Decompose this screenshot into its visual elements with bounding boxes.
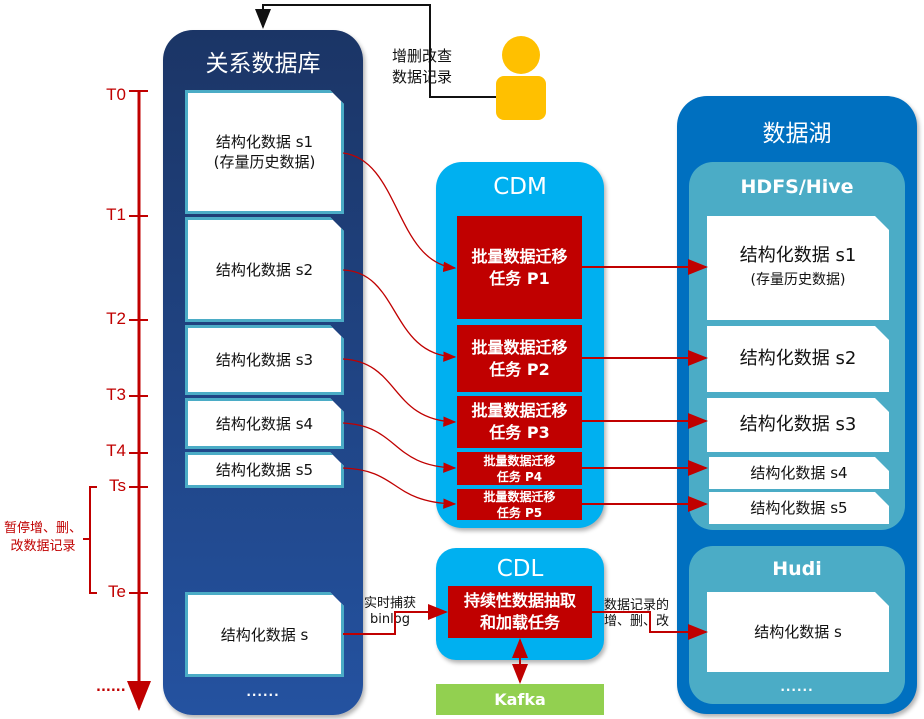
cdl-task: 持续性数据抽取 和加载任务 xyxy=(448,586,592,638)
task-p2-line2: 任务 P2 xyxy=(489,359,550,379)
db-item-s5: 结构化数据 s5 xyxy=(185,452,344,488)
tick-label-ts: Ts xyxy=(109,476,126,495)
hive-item-s5: 结构化数据 s5 xyxy=(709,492,889,524)
kafka-box: Kafka xyxy=(436,684,604,715)
pause-bracket xyxy=(83,486,97,594)
cdl-output-line2: 增、删、改 xyxy=(604,614,670,629)
tick-label-te: Te xyxy=(108,582,126,601)
cdl-output-label: 数据记录的 增、删、改 xyxy=(604,598,669,630)
db-item-s3: 结构化数据 s3 xyxy=(185,325,344,395)
db-item-s2: 结构化数据 s2 xyxy=(185,217,344,322)
db-item-s-label: 结构化数据 s xyxy=(220,625,309,644)
cdm-title: CDM xyxy=(493,174,547,200)
hive-item-s2: 结构化数据 s2 xyxy=(707,326,889,392)
hudi-ellipsis: ...... xyxy=(780,680,814,694)
hive-item-s1-sub: (存量历史数据) xyxy=(750,272,846,288)
cdl-task-line1: 持续性数据抽取 xyxy=(463,591,576,610)
hive-item-s4: 结构化数据 s4 xyxy=(709,457,889,489)
tick-label-t4: T4 xyxy=(106,441,126,460)
database-title: 关系数据库 xyxy=(205,51,321,77)
timeline-ticks xyxy=(129,90,148,594)
db-item-s3-label: 结构化数据 s3 xyxy=(215,351,314,369)
tick-label-t2: T2 xyxy=(106,309,126,328)
hive-item-s1: 结构化数据 s1 (存量历史数据) xyxy=(707,216,889,320)
cdm-task-p4: 批量数据迁移 任务 P4 xyxy=(457,452,582,485)
db-item-s4: 结构化数据 s4 xyxy=(185,398,344,449)
tick-label-t1: T1 xyxy=(106,205,126,224)
tick-label-t3: T3 xyxy=(106,385,126,404)
task-p4-line1: 批量数据迁移 xyxy=(483,453,556,468)
hudi-item-s-label: 结构化数据 s xyxy=(754,623,842,641)
db-item-s5-label: 结构化数据 s5 xyxy=(215,461,314,479)
cdm-task-p3: 批量数据迁移 任务 P3 xyxy=(457,396,582,448)
task-p1-line2: 任务 P1 xyxy=(489,268,550,288)
db-item-s2-label: 结构化数据 s2 xyxy=(215,260,314,279)
user-action-label: 增删改查 数据记录 xyxy=(392,46,452,88)
task-p2-line1: 批量数据迁移 xyxy=(471,337,568,357)
db-ellipsis: ...... xyxy=(246,685,280,699)
db-item-s4-label: 结构化数据 s4 xyxy=(215,414,314,433)
hudi-container: Hudi 结构化数据 s ...... xyxy=(689,546,905,704)
user-action-line1: 增删改查 xyxy=(392,47,453,65)
cdl-input-label: 实时捕获 binlog xyxy=(364,596,416,628)
cdl-input-line1: 实时捕获 xyxy=(364,596,417,611)
db-item-s1-label: 结构化数据 s1 xyxy=(215,133,314,151)
task-p5-line2: 任务 P5 xyxy=(496,505,543,520)
hive-item-s5-label: 结构化数据 s5 xyxy=(750,499,848,517)
pause-note: 暂停增、删、改数据记录 xyxy=(3,521,82,554)
user-action-line2: 数据记录 xyxy=(392,68,453,86)
hive-item-s2-label: 结构化数据 s2 xyxy=(739,348,857,369)
task-p5-line1: 批量数据迁移 xyxy=(483,489,556,504)
timeline-ellipsis: ...... xyxy=(96,680,126,695)
hive-container: HDFS/Hive 结构化数据 s1 (存量历史数据) 结构化数据 s2 结构化… xyxy=(689,162,905,530)
hudi-title: Hudi xyxy=(772,558,822,580)
hive-item-s1-label: 结构化数据 s1 xyxy=(739,245,857,266)
lake-title: 数据湖 xyxy=(762,121,832,147)
hive-item-s4-label: 结构化数据 s4 xyxy=(750,464,848,482)
task-p4-line2: 任务 P4 xyxy=(496,469,543,484)
cdm-task-p5: 批量数据迁移 任务 P5 xyxy=(457,489,582,520)
tick-label-t0: T0 xyxy=(106,85,126,104)
cdm-task-p1: 批量数据迁移 任务 P1 xyxy=(457,216,582,319)
db-item-s: 结构化数据 s xyxy=(185,592,344,677)
cdl-task-line2: 和加载任务 xyxy=(479,613,560,632)
cdm-container: CDM 批量数据迁移 任务 P1 批量数据迁移 任务 P2 批量数据迁移 任务 … xyxy=(436,162,604,528)
db-item-s1: 结构化数据 s1 (存量历史数据) xyxy=(185,90,344,214)
cdl-container: CDL 持续性数据抽取 和加载任务 xyxy=(436,548,604,660)
relational-database-container: 关系数据库 结构化数据 s1 (存量历史数据) 结构化数据 s2 结构化数据 s… xyxy=(163,30,363,715)
task-p1-line1: 批量数据迁移 xyxy=(471,246,568,266)
cdm-task-p2: 批量数据迁移 任务 P2 xyxy=(457,325,582,392)
task-p3-line2: 任务 P3 xyxy=(489,423,550,442)
cdl-input-line2: binlog xyxy=(370,612,410,627)
task-p3-line1: 批量数据迁移 xyxy=(471,401,568,420)
hudi-item-s: 结构化数据 s xyxy=(707,592,889,672)
cdl-title: CDL xyxy=(496,556,544,582)
db-item-s1-sub: (存量历史数据) xyxy=(213,153,316,171)
cdl-output-line1: 数据记录的 xyxy=(604,598,670,613)
hive-item-s3-label: 结构化数据 s3 xyxy=(739,414,857,435)
hive-item-s3: 结构化数据 s3 xyxy=(707,398,889,452)
hive-title: HDFS/Hive xyxy=(740,176,854,198)
data-lake-container: 数据湖 HDFS/Hive 结构化数据 s1 (存量历史数据) 结构化数据 s2… xyxy=(677,96,917,714)
user-icon xyxy=(496,36,546,120)
